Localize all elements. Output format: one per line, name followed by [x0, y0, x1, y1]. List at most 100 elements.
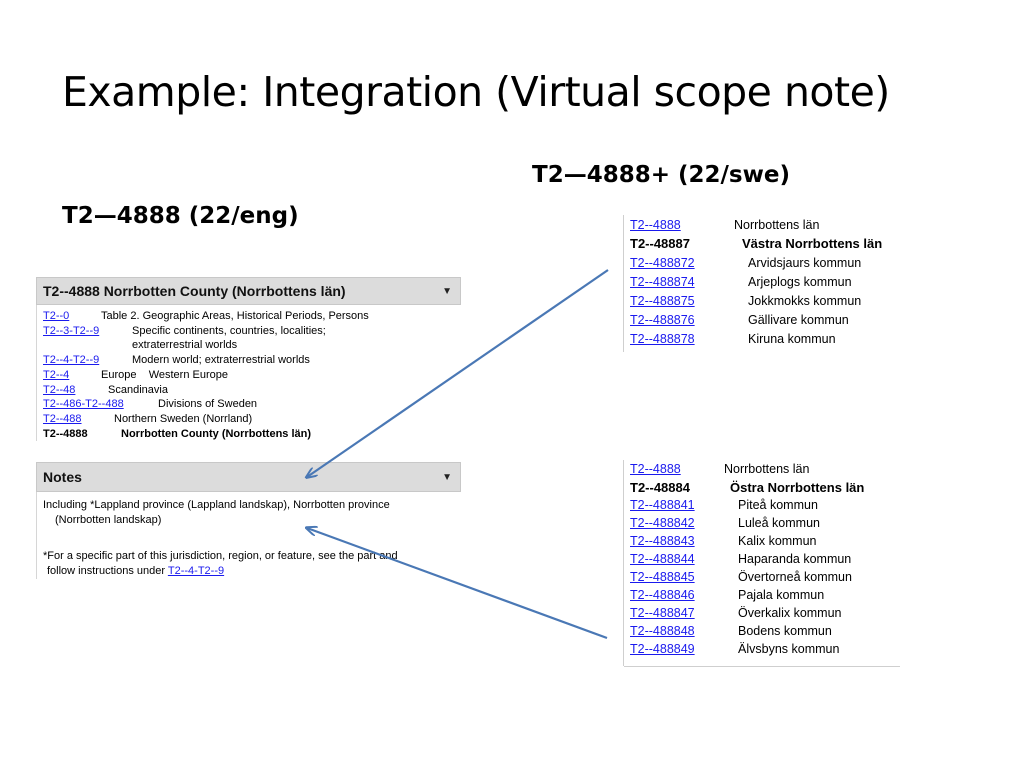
hierarchy-caption: Modern world; extraterrestrial worlds: [132, 354, 310, 367]
table-row-link[interactable]: T2--488841: [630, 498, 695, 512]
table-row-name: Arjeplogs kommun: [748, 274, 852, 289]
table-row-name: Kalix kommun: [738, 534, 817, 548]
divider: [624, 666, 900, 667]
table-row: T2--488848 Bodens kommun: [624, 622, 864, 640]
table-row: T2--488843 Kalix kommun: [624, 532, 864, 550]
table-row-link[interactable]: T2--488846: [630, 588, 695, 602]
table-row-link[interactable]: T2--4888: [630, 217, 681, 232]
notes-panel: Notes ▼ Including *Lappland province (La…: [36, 462, 461, 579]
swe-table-west: T2--4888 Norrbottens län T2--48887 Västr…: [623, 215, 882, 352]
arrow-west-to-notes: [307, 269, 609, 477]
hierarchy-row: T2--3-T2--9 Specific continents, countri…: [43, 324, 461, 339]
hierarchy-caption: Table 2. Geographic Areas, Historical Pe…: [101, 310, 369, 322]
table-row-current: T2--48887 Västra Norrbottens län: [624, 234, 882, 253]
table-row-name: Västra Norrbottens län: [742, 236, 883, 251]
hierarchy-link[interactable]: T2--488: [43, 412, 82, 425]
table-row-name: Norrbottens län: [734, 217, 820, 232]
table-row: T2--4888 Norrbottens län: [624, 460, 864, 478]
hierarchy-caption: extraterrestrial worlds: [132, 339, 238, 352]
table-row-current: T2--48884 Östra Norrbottens län: [624, 478, 864, 496]
table-row-link[interactable]: T2--488878: [630, 331, 695, 346]
hierarchy-panel-header[interactable]: T2--4888 Norrbotten County (Norrbottens …: [36, 277, 461, 305]
notes-link[interactable]: T2--4-T2--9: [167, 565, 225, 577]
hierarchy-panel-title: T2--4888 Norrbotten County (Norrbottens …: [43, 283, 346, 299]
hierarchy-row-continuation: extraterrestrial worlds: [43, 338, 461, 353]
notes-body: Including *Lappland province (Lappland l…: [36, 492, 461, 579]
triangle-down-icon[interactable]: ▼: [442, 285, 452, 297]
table-row-link[interactable]: T2--488876: [630, 312, 695, 327]
hierarchy-link[interactable]: T2--486-T2--488: [43, 398, 124, 411]
table-row-link[interactable]: T2--488872: [630, 255, 695, 270]
table-row: T2--488845 Övertorneå kommun: [624, 568, 864, 586]
hierarchy-row: T2--4-T2--9 Modern world; extraterrestri…: [43, 353, 461, 368]
hierarchy-code: T2--4888: [43, 427, 88, 440]
table-row-name: Bodens kommun: [738, 624, 832, 638]
triangle-down-icon[interactable]: ▼: [442, 471, 452, 483]
table-row-name: Östra Norrbottens län: [730, 479, 865, 495]
table-row: T2--488875 Jokkmokks kommun: [624, 291, 882, 310]
hierarchy-link[interactable]: T2--4: [43, 368, 70, 381]
hierarchy-row: T2--486-T2--488 Divisions of Sweden: [43, 397, 461, 412]
hierarchy-caption: Scandinavia: [108, 383, 168, 396]
notes-text: Including *Lappland province (Lappland l…: [43, 499, 390, 511]
hierarchy-link[interactable]: T2--3-T2--9: [43, 324, 100, 337]
hierarchy-list: T2--0 Table 2. Geographic Areas, Histori…: [36, 305, 461, 442]
table-row: T2--488844 Haparanda kommun: [624, 550, 864, 568]
hierarchy-link[interactable]: T2--4-T2--9: [43, 354, 100, 367]
table-row: T2--488876 Gällivare kommun: [624, 310, 882, 329]
table-row-name: Jokkmokks kommun: [748, 293, 862, 308]
hierarchy-row-current: T2--4888 Norrbotten County (Norrbottens …: [43, 427, 461, 442]
hierarchy-row: T2--48 Scandinavia: [43, 383, 461, 398]
notes-panel-header[interactable]: Notes ▼: [36, 462, 461, 492]
hierarchy-row: T2--488 Northern Sweden (Norrland): [43, 412, 461, 427]
table-row: T2--4888 Norrbottens län: [624, 215, 882, 234]
table-row-name: Överkalix kommun: [738, 606, 842, 620]
table-row-code: T2--48884: [630, 479, 690, 495]
table-row-link[interactable]: T2--488845: [630, 570, 695, 584]
table-row-name: Piteå kommun: [738, 498, 818, 512]
hierarchy-caption: Northern Sweden (Norrland): [114, 412, 253, 425]
notes-panel-title: Notes: [43, 469, 82, 485]
table-row-name: Kiruna kommun: [748, 331, 836, 346]
table-row-name: Luleå kommun: [738, 516, 820, 530]
hierarchy-row: T2--4 Europe Western Europe: [43, 368, 461, 383]
heading-swe: T2—4888+ (22/swe): [532, 162, 790, 188]
table-row-link[interactable]: T2--488843: [630, 534, 695, 548]
table-row-name: Älvsbyns kommun: [738, 642, 840, 656]
hierarchy-panel: T2--4888 Norrbotten County (Norrbottens …: [36, 277, 461, 442]
table-row: T2--488874 Arjeplogs kommun: [624, 272, 882, 291]
hierarchy-caption: Norrbotten County (Norrbottens län): [121, 427, 312, 440]
table-row-name: Haparanda kommun: [738, 552, 852, 566]
notes-text: (Norrbotten landskap): [55, 514, 162, 526]
swe-table-east: T2--4888 Norrbottens län T2--48884 Östra…: [623, 460, 900, 667]
table-row-link[interactable]: T2--488844: [630, 552, 695, 566]
table-row-link[interactable]: T2--488847: [630, 606, 695, 620]
table-row: T2--488878 Kiruna kommun: [624, 329, 882, 348]
divider: [623, 215, 624, 352]
divider: [623, 460, 624, 666]
table-row-name: Övertorneå kommun: [738, 570, 852, 584]
table-row-link[interactable]: T2--4888: [630, 462, 681, 476]
table-row-link[interactable]: T2--488849: [630, 642, 695, 656]
hierarchy-link[interactable]: T2--48: [43, 383, 76, 396]
table-row-link[interactable]: T2--488875: [630, 293, 695, 308]
table-row: T2--488842 Luleå kommun: [624, 514, 864, 532]
table-row-name: Norrbottens län: [724, 462, 810, 476]
hierarchy-caption: Divisions of Sweden: [158, 398, 258, 411]
table-row-link[interactable]: T2--488842: [630, 516, 695, 530]
hierarchy-caption: Europe Western Europe: [101, 368, 228, 381]
table-row: T2--488872 Arvidsjaurs kommun: [624, 253, 882, 272]
hierarchy-caption: Specific continents, countries, localiti…: [132, 324, 326, 337]
hierarchy-link[interactable]: T2--0: [43, 310, 70, 322]
table-row-link[interactable]: T2--488848: [630, 624, 695, 638]
table-row-link[interactable]: T2--488874: [630, 274, 695, 289]
table-row: T2--488849 Älvsbyns kommun: [624, 640, 864, 658]
heading-eng: T2—4888 (22/eng): [62, 203, 299, 229]
arrow-east-to-notes: [307, 528, 608, 640]
notes-text: *For a specific part of this jurisdictio…: [43, 550, 398, 562]
table-row: T2--488846 Pajala kommun: [624, 586, 864, 604]
table-row: T2--488847 Överkalix kommun: [624, 604, 864, 622]
table-row: T2--488841 Piteå kommun: [624, 496, 864, 514]
notes-text: follow instructions under T2--4-T2--9: [43, 564, 461, 579]
